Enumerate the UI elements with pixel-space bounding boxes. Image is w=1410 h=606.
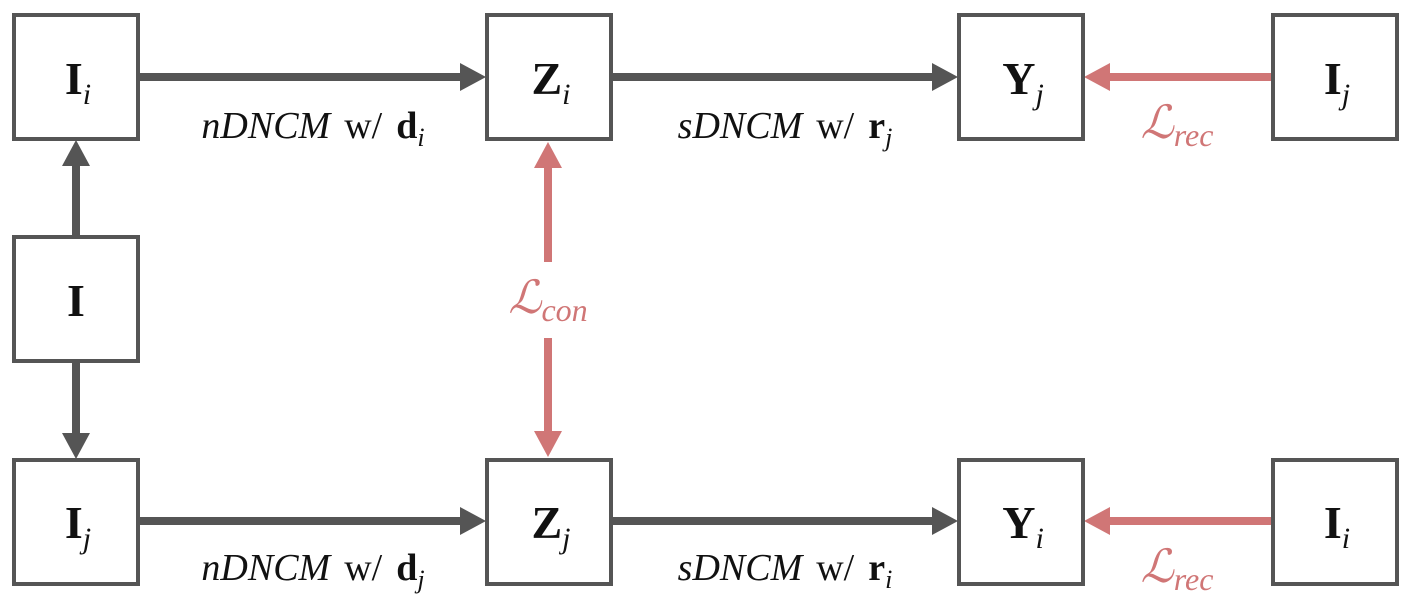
arrowhead-rec-bottom (1084, 507, 1110, 535)
box-I (12, 235, 140, 363)
box-Zi (485, 13, 613, 141)
box-Ii-top (12, 13, 140, 141)
node-Ij-right: Ij (1324, 53, 1350, 111)
loss-labels: ℒcon ℒrec ℒrec (508, 97, 1213, 597)
loss-arrows (534, 63, 1272, 535)
box-Yi (957, 458, 1085, 586)
node-Zj: Zj (531, 497, 570, 555)
arrowhead-rec-top (1084, 63, 1110, 91)
arrowhead-I-to-Ii (62, 140, 90, 166)
arrowhead-Ij-to-Zj (460, 507, 486, 535)
gray-arrows (62, 63, 958, 535)
arrowhead-Zj-to-Yi (932, 507, 958, 535)
boxes (12, 13, 1399, 586)
box-Yj (957, 13, 1085, 141)
node-Ij-bottom: Ij (65, 497, 91, 555)
node-I: I (67, 275, 85, 326)
arrowhead-Ii-to-Zi (460, 63, 486, 91)
arrowhead-I-to-Ij (62, 433, 90, 459)
arrowhead-con-up (534, 142, 562, 168)
box-Ij-bottom (12, 458, 140, 586)
node-Yi: Yi (1002, 497, 1044, 555)
node-Ii-right: Ii (1324, 497, 1350, 555)
box-Zj (485, 458, 613, 586)
arrowhead-Zi-to-Yj (932, 63, 958, 91)
box-labels: Ii Zi Yj Ij I Ij Zj Yi Ii (65, 53, 1350, 555)
node-Zi: Zi (531, 53, 570, 111)
arrowhead-con-down (534, 431, 562, 457)
loss-con: ℒcon (508, 272, 587, 328)
loss-rec-top: ℒrec (1141, 97, 1214, 153)
box-Ii-right (1271, 458, 1399, 586)
loss-rec-bottom: ℒrec (1141, 541, 1214, 597)
node-Yj: Yj (1002, 53, 1044, 111)
box-Ij-right (1271, 13, 1399, 141)
node-Ii-top: Ii (65, 53, 91, 111)
